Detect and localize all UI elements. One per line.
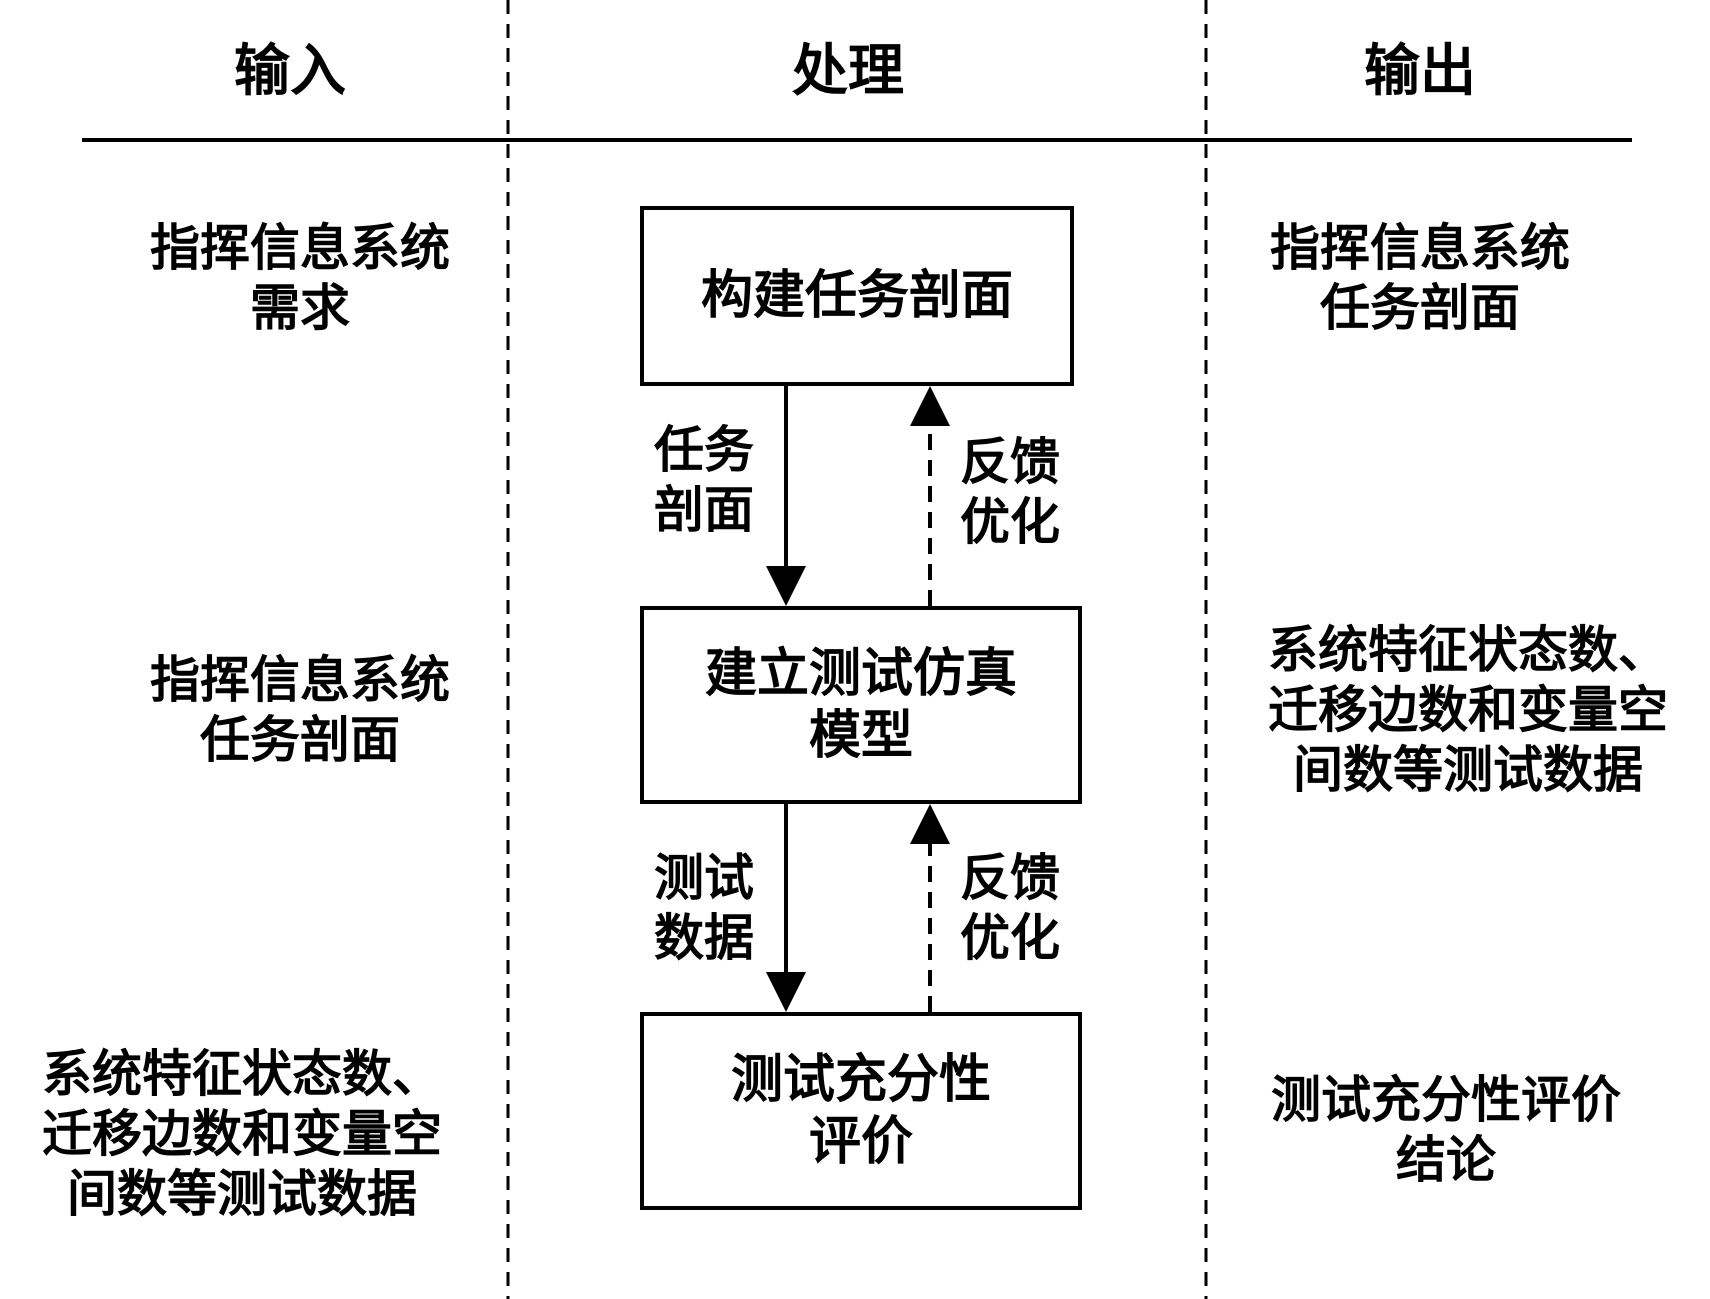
arrow-task-profile-head — [766, 566, 806, 606]
box-build-simulation-model: 建立测试仿真 模型 — [640, 606, 1082, 804]
arrow-test-data-head — [766, 972, 806, 1012]
output-row1: 指挥信息系统 任务剖面 — [1270, 218, 1570, 337]
box-test-adequacy-evaluation-label: 测试充分性 评价 — [730, 1048, 991, 1172]
arrow-label-feedback2: 反馈 优化 — [960, 848, 1060, 967]
arrow-feedback2-head — [910, 804, 950, 844]
box-test-adequacy-evaluation: 测试充分性 评价 — [640, 1012, 1082, 1210]
header-process: 处理 — [792, 38, 904, 104]
arrow-label-task-profile: 任务 剖面 — [654, 420, 754, 539]
input-row2: 指挥信息系统 任务剖面 — [150, 650, 450, 769]
box-build-simulation-model-label: 建立测试仿真 模型 — [704, 642, 1017, 766]
header-output: 输出 — [1364, 38, 1476, 104]
input-row3: 系统特征状态数、 迁移边数和变量空 间数等测试数据 — [42, 1044, 442, 1223]
output-row2: 系统特征状态数、 迁移边数和变量空 间数等测试数据 — [1268, 620, 1668, 799]
arrow-label-feedback1: 反馈 优化 — [960, 432, 1060, 551]
arrow-feedback1-head — [910, 386, 950, 426]
header-input: 输入 — [234, 38, 346, 104]
input-row1: 指挥信息系统 需求 — [150, 218, 450, 337]
box-build-task-profile: 构建任务剖面 — [640, 206, 1074, 386]
box-build-task-profile-label: 构建任务剖面 — [700, 264, 1013, 326]
arrow-label-test-data: 测试 数据 — [654, 848, 754, 967]
output-row3: 测试充分性评价 结论 — [1271, 1070, 1621, 1189]
